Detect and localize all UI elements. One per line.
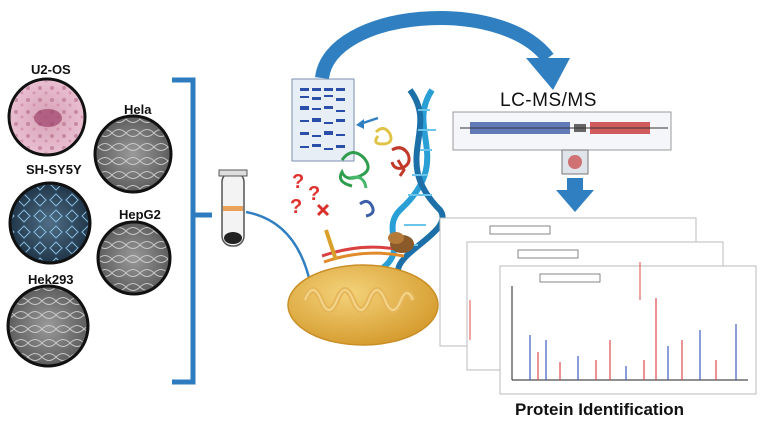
hepg2-cell-image [96, 220, 172, 296]
gel-to-lcms-arrow [315, 11, 554, 80]
protein-structures [338, 127, 411, 218]
red-x-icon [316, 203, 330, 217]
u2os-cell-image [7, 77, 87, 157]
lcms-instrument-schematic [452, 111, 672, 175]
rna-ribosome-icon [321, 229, 414, 264]
shsy5y-label: SH-SY5Y [26, 162, 82, 177]
mitochondrion-icon [287, 264, 439, 346]
u2os-label: U2-OS [31, 62, 71, 77]
hek293-label: Hek293 [28, 272, 74, 287]
protein-identification-label: Protein Identification [515, 400, 685, 419]
ms-spectra-stack [439, 217, 757, 395]
hek293-cell-image [6, 284, 90, 368]
hela-cell-image [93, 114, 173, 194]
sds-gel-image [291, 78, 355, 162]
test-tube-icon [218, 169, 248, 247]
hela-label: Hela [124, 102, 152, 117]
question-mark-2: ? [308, 183, 321, 205]
question-mark-3: ? [290, 196, 303, 218]
grouping-bracket [172, 77, 212, 385]
hepg2-label: HepG2 [119, 207, 161, 222]
shsy5y-cell-image [8, 181, 92, 265]
question-mark-1: ? [292, 171, 305, 193]
lcms-to-spectra-arrow [567, 178, 583, 192]
tube-to-mito-arrow [245, 210, 314, 293]
lcms-title: LC-MS/MS [500, 90, 597, 111]
